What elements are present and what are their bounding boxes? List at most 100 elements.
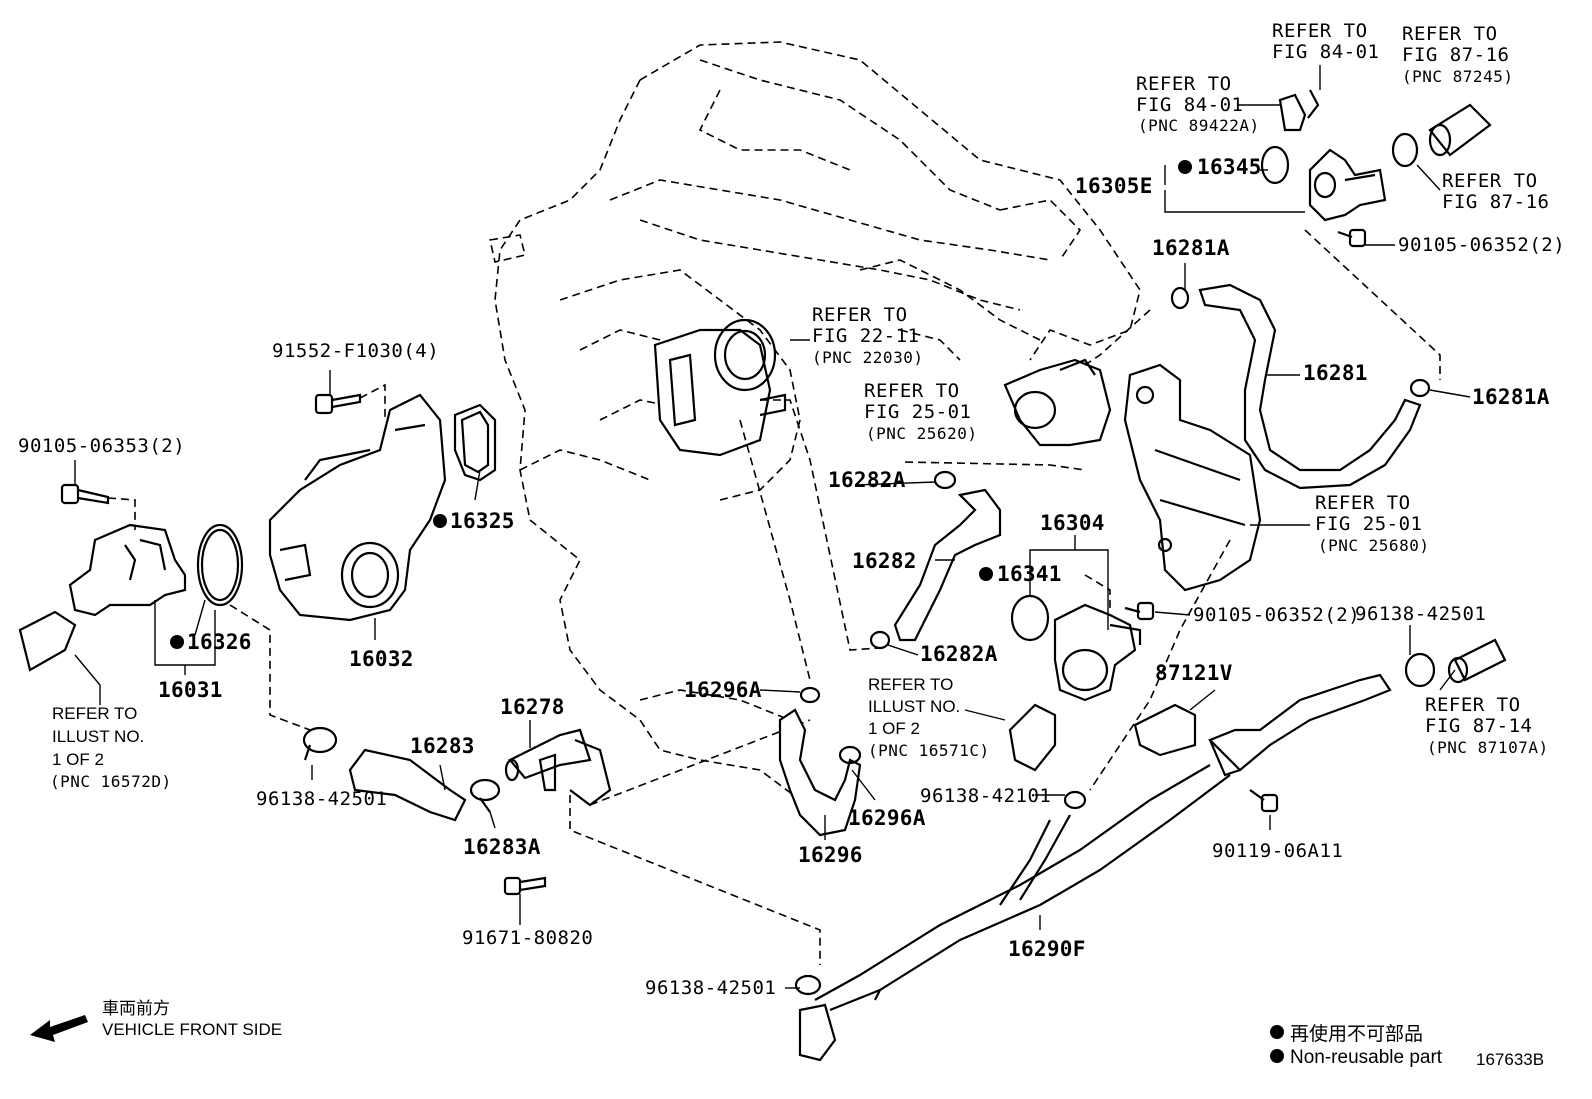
label-refer-84-01-a: REFER TO FIG 84-01 <box>1272 20 1379 63</box>
clamp-16282A-top <box>933 470 957 490</box>
label-90105-06352-mid: 90105-06352(2) <box>1193 604 1360 626</box>
svg-text:REFER TO: REFER TO <box>812 304 908 326</box>
bolt-90105-06352-mid <box>1124 601 1155 621</box>
throttle-body <box>653 318 810 457</box>
leader-lines <box>74 65 1471 989</box>
svg-text:(PNC 87245): (PNC 87245) <box>1402 67 1513 86</box>
label-refer-87-16-b: REFER TO FIG 87-16 <box>1442 170 1549 213</box>
label-16305E: 16305E <box>1075 174 1153 198</box>
label-16282A-top: 16282A <box>828 468 906 492</box>
hose-16282 <box>893 488 1002 642</box>
label-refer-87-14: REFER TO FIG 87-14 (PNC 87107A) <box>1425 694 1549 757</box>
label-16296A-bot: 16296A <box>848 806 926 830</box>
egr-cooler <box>1123 363 1262 592</box>
o-ring-16345 <box>1260 145 1290 185</box>
svg-text:(PNC 25620): (PNC 25620) <box>866 424 977 443</box>
label-16282A-bot: 16282A <box>920 642 998 666</box>
label-16325: 16325 <box>450 509 515 533</box>
hose-16283 <box>348 748 467 822</box>
pipe-16290F <box>798 764 1231 1062</box>
svg-text:FIG 87-14: FIG 87-14 <box>1425 715 1532 737</box>
legend-en: Non-reusable part <box>1290 1047 1443 1068</box>
label-refer-illust-right: REFER TO ILLUST NO. 1 OF 2 (PNC 16571C) <box>868 675 990 760</box>
svg-text:1 OF 2: 1 OF 2 <box>52 750 104 769</box>
label-refer-25-01-a: REFER TO FIG 25-01 (PNC 25620) <box>864 380 977 443</box>
o-ring-16341 <box>1010 594 1050 642</box>
water-outlet-16305E <box>1308 148 1387 222</box>
clamp-96138-42501-right <box>1404 652 1436 688</box>
label-87121V: 87121V <box>1155 661 1233 685</box>
label-16278: 16278 <box>500 695 565 719</box>
svg-text:FIG 87-16: FIG 87-16 <box>1402 44 1509 66</box>
clamp-96138-42501-bot <box>794 974 822 996</box>
label-refer-22-11: REFER TO FIG 22-11 (PNC 22030) <box>812 304 923 367</box>
label-91671: 91671-80820 <box>462 927 593 949</box>
label-refer-87-16-a: REFER TO FIG 87-16 (PNC 87245) <box>1402 23 1513 86</box>
svg-text:(PNC 87107A): (PNC 87107A) <box>1427 738 1549 757</box>
water-outlet-16032 <box>268 393 497 622</box>
non-reusable-bullets <box>170 160 1284 1063</box>
svg-text:REFER TO: REFER TO <box>1136 73 1232 95</box>
svg-text:FIG 22-11: FIG 22-11 <box>812 325 919 347</box>
label-96138-42501-right: 96138-42501 <box>1355 603 1486 625</box>
label-90105-06352-top: 90105-06352(2) <box>1398 234 1565 256</box>
bolt-91552 <box>314 393 362 415</box>
svg-text:FIG 25-01: FIG 25-01 <box>864 401 971 423</box>
svg-text:REFER TO: REFER TO <box>1442 170 1538 192</box>
label-16341: 16341 <box>997 562 1062 586</box>
legend-jp: 再使用不可部品 <box>1290 1023 1423 1045</box>
sensor-89422A <box>1278 89 1320 132</box>
clamp-16296A <box>799 686 862 765</box>
svg-text:1 OF 2: 1 OF 2 <box>868 719 920 738</box>
label-16032: 16032 <box>349 647 414 671</box>
water-bypass-16304 <box>1053 603 1142 702</box>
label-96138-42501-bottom: 96138-42501 <box>645 977 776 999</box>
label-16345: 16345 <box>1197 155 1262 179</box>
label-refer-25-01-b: REFER TO FIG 25-01 (PNC 25680) <box>1315 492 1429 555</box>
clamp-16283A <box>469 778 501 813</box>
label-96138-42501-left: 96138-42501 <box>256 788 387 810</box>
label-16296A-top: 16296A <box>684 678 762 702</box>
svg-text:REFER TO: REFER TO <box>52 704 137 723</box>
label-90119: 90119-06A11 <box>1212 840 1343 862</box>
label-16326: 16326 <box>187 630 252 654</box>
svg-text:(PNC 22030): (PNC 22030) <box>812 348 923 367</box>
svg-text:REFER TO: REFER TO <box>1425 694 1521 716</box>
svg-text:FIG 84-01: FIG 84-01 <box>1272 41 1379 63</box>
hose-16571C <box>1008 703 1057 772</box>
label-16031: 16031 <box>158 678 223 702</box>
svg-text:FIG 84-01: FIG 84-01 <box>1136 94 1243 116</box>
hose-16281 <box>1198 283 1422 490</box>
figure-id: 167633B <box>1476 1050 1544 1069</box>
hose-87245 <box>1428 103 1492 157</box>
label-16296: 16296 <box>798 843 863 867</box>
label-16290F: 16290F <box>1008 937 1086 961</box>
label-refer-illust-left: REFER TO ILLUST NO. 1 OF 2 (PNC 16572D) <box>50 704 172 791</box>
pipe-87121V <box>1133 673 1392 777</box>
svg-text:FIG 87-16: FIG 87-16 <box>1442 191 1549 213</box>
water-inlet-16031 <box>18 523 244 705</box>
vehicle-front-arrow-icon <box>30 1015 88 1042</box>
front-label-en: VEHICLE FRONT SIDE <box>102 1020 282 1039</box>
label-refer-84-01-b: REFER TO FIG 84-01 (PNC 89422A) <box>1136 73 1260 135</box>
svg-text:REFER TO: REFER TO <box>1272 20 1368 42</box>
clamp-96138-42501-left <box>302 726 338 761</box>
svg-text:(PNC 89422A): (PNC 89422A) <box>1138 116 1260 135</box>
svg-text:ILLUST NO.: ILLUST NO. <box>52 727 144 746</box>
label-16281A-right: 16281A <box>1472 385 1550 409</box>
bolt-90105-06352-top <box>1337 228 1367 248</box>
svg-text:REFER TO: REFER TO <box>1402 23 1498 45</box>
label-96138-42101: 96138-42101 <box>920 785 1051 807</box>
svg-text:(PNC 16571C): (PNC 16571C) <box>868 741 990 760</box>
pipe-16278 <box>504 728 612 807</box>
bolt-91671 <box>503 876 547 896</box>
clamp-16282A-bot <box>869 630 891 650</box>
bolt-90119 <box>1249 789 1279 813</box>
label-90105-06353: 90105-06353(2) <box>18 435 185 457</box>
svg-text:REFER TO: REFER TO <box>868 675 953 694</box>
label-16283: 16283 <box>410 734 475 758</box>
bolt-90105-06353 <box>60 483 110 505</box>
label-91552: 91552-F1030(4) <box>272 340 439 362</box>
svg-text:(PNC 16572D): (PNC 16572D) <box>50 772 172 791</box>
